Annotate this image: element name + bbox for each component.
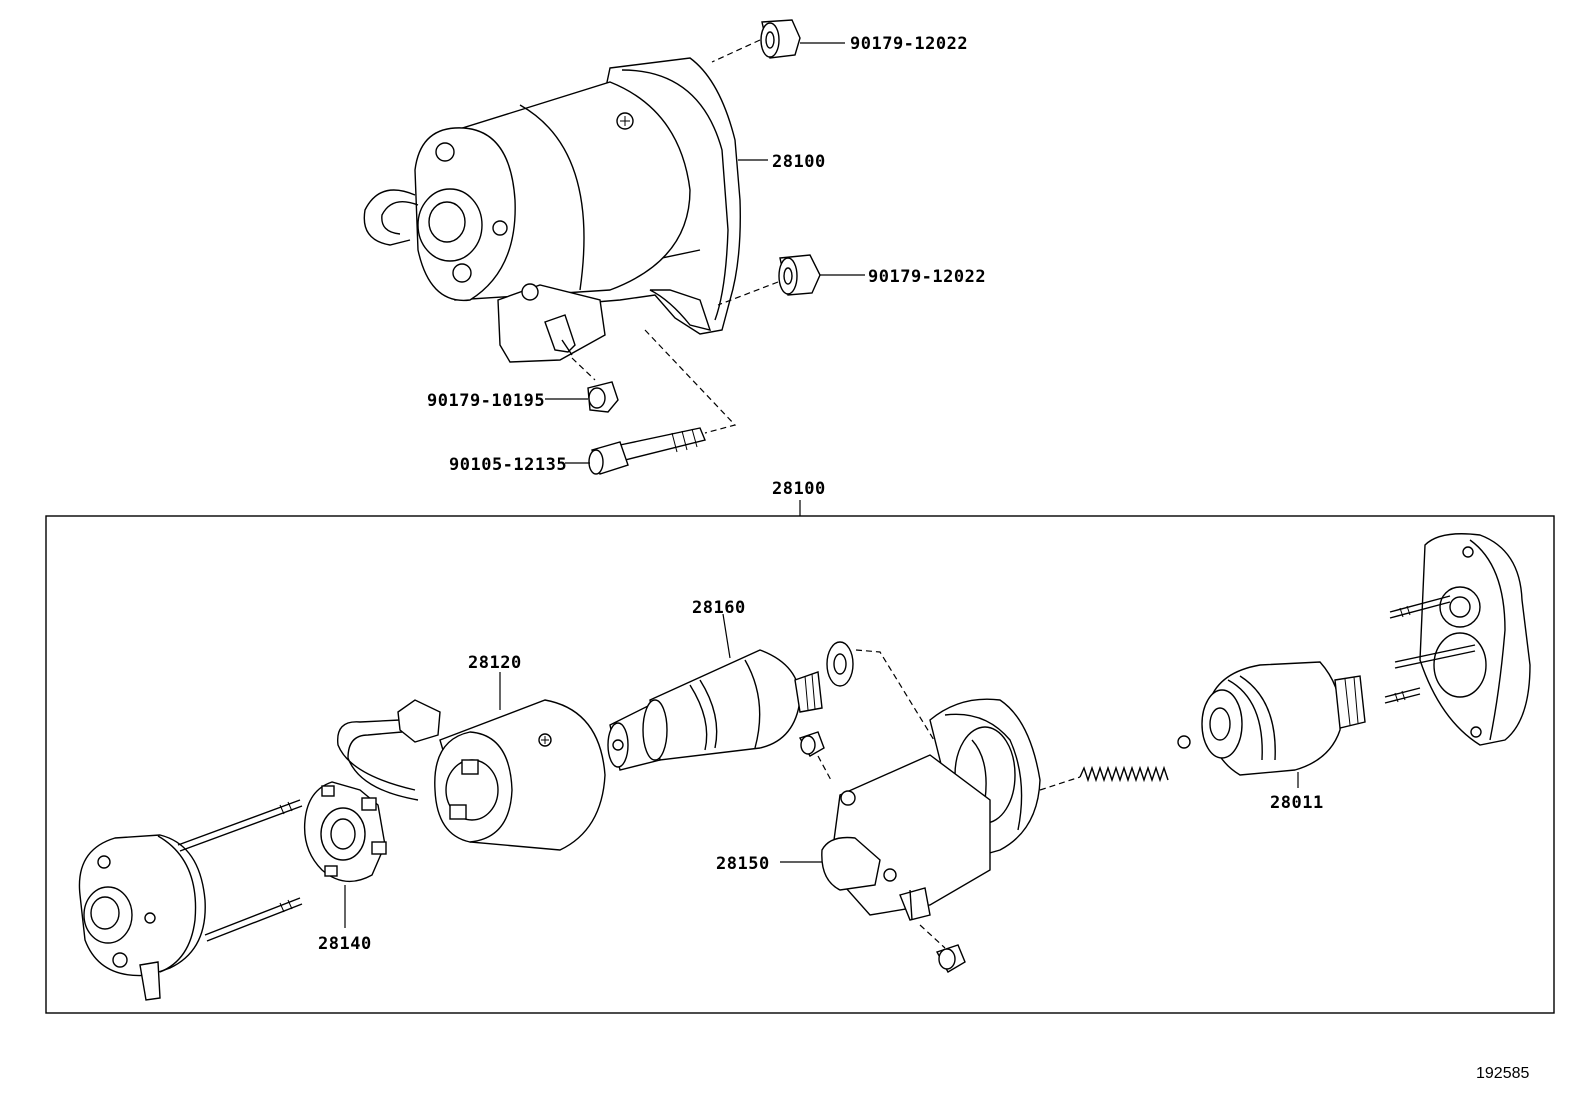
callout-90105-12135: 90105-12135 xyxy=(449,455,567,475)
armature xyxy=(607,649,823,771)
return-spring xyxy=(1079,765,1169,783)
brush-holder xyxy=(303,781,387,883)
callout-28011: 28011 xyxy=(1270,793,1324,813)
callout-90179-10195: 90179-10195 xyxy=(427,391,545,411)
nut-90179-12022-mid xyxy=(778,254,821,296)
callout-90179-12022-top: 90179-12022 xyxy=(850,34,968,54)
nut-90179-12022-top xyxy=(760,19,801,59)
switch-terminal-nut xyxy=(798,731,825,757)
callout-28160: 28160 xyxy=(692,598,746,618)
callout-28120: 28120 xyxy=(468,653,522,673)
callout-90179-12022-mid: 90179-12022 xyxy=(868,267,986,287)
switch-bottom-nut xyxy=(935,944,966,973)
nut-90179-10195 xyxy=(587,381,619,413)
washer xyxy=(826,641,854,687)
starter-assembly-drawing xyxy=(363,57,741,363)
commutator-end-frame xyxy=(78,799,303,1001)
assembly-frame xyxy=(45,515,1555,1014)
drive-end-housing xyxy=(1384,533,1531,746)
steel-ball xyxy=(1177,735,1191,749)
image-number: 192585 xyxy=(1476,1065,1529,1082)
starter-drive-clutch xyxy=(1201,661,1366,776)
bolt-90105-12135 xyxy=(588,427,706,475)
callout-28100-assembly: 28100 xyxy=(772,479,826,499)
field-yoke xyxy=(336,699,606,851)
callout-28100-top: 28100 xyxy=(772,152,826,172)
magnetic-switch xyxy=(821,698,1041,921)
callout-28140: 28140 xyxy=(318,934,372,954)
callout-28150: 28150 xyxy=(716,854,770,874)
